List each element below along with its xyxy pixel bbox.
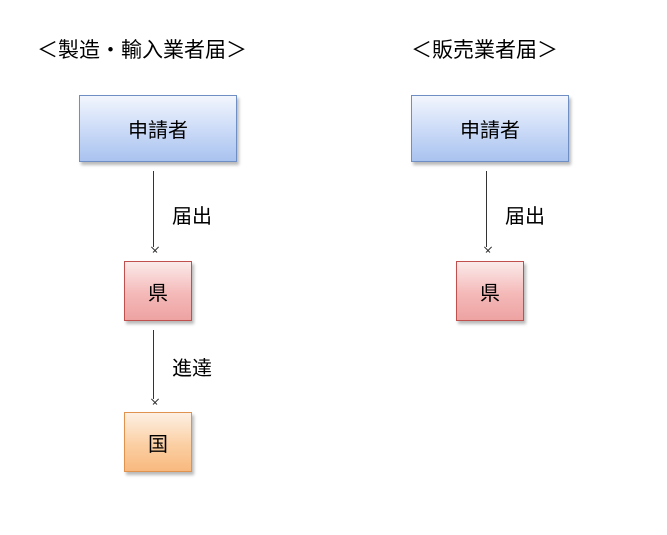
right-submit-arrow-shaft — [486, 171, 487, 247]
right-applicant-box: 申請者 — [411, 95, 569, 162]
left-prefecture-label: 県 — [148, 280, 168, 305]
forward-label: 進達 — [172, 356, 212, 380]
right-submit-label: 届出 — [505, 204, 545, 228]
right-submit-arrow — [481, 171, 493, 253]
left-applicant-box: 申請者 — [79, 95, 237, 162]
left-submit-arrow-shaft — [153, 171, 154, 247]
forward-arrow-shaft — [153, 330, 154, 399]
left-submit-arrow — [148, 171, 160, 253]
forward-arrow — [148, 330, 160, 405]
right-prefecture-box: 県 — [456, 261, 524, 321]
left-submit-label: 届出 — [172, 204, 212, 228]
seller-heading: ＜販売業者届＞ — [411, 38, 558, 62]
manufacturer-importer-heading: ＜製造・輸入業者届＞ — [37, 38, 247, 62]
left-prefecture-box: 県 — [124, 261, 192, 321]
nation-box: 国 — [124, 412, 192, 472]
right-applicant-label: 申請者 — [460, 118, 520, 142]
right-prefecture-label: 県 — [480, 280, 500, 305]
nation-label: 国 — [148, 431, 168, 456]
left-applicant-label: 申請者 — [128, 118, 188, 142]
